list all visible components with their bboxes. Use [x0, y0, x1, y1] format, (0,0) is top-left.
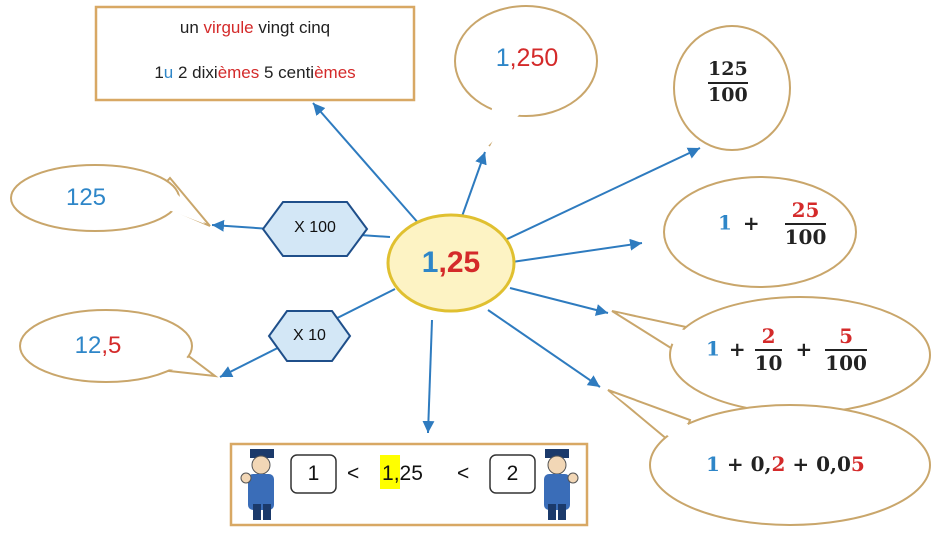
words-box-frame [94, 5, 416, 102]
compare-high-frame [489, 454, 536, 494]
number-125: 125 [65, 184, 107, 211]
bubble-125-shape [10, 164, 211, 232]
words-line-2: 1u 2 dixièmes 5 centièmes [154, 63, 356, 82]
compare-lt-1: < [347, 462, 360, 485]
highlight-mark [380, 455, 400, 489]
operator-x100: X 100 [294, 219, 336, 236]
compare-lt-2: < [457, 462, 470, 485]
center-ellipse [386, 213, 516, 313]
words-line-1: un virgule vingt cinq [179, 18, 331, 37]
bubble-1250-shape [454, 5, 598, 148]
bubble-frac-shape [673, 25, 791, 151]
number-1250: 1,250 [495, 44, 559, 72]
hex-x10-shape [267, 310, 352, 362]
center-number: 1,25 [421, 246, 481, 279]
bubble-sum3-shape [607, 389, 931, 526]
bubble-sum1-shape [663, 176, 857, 288]
hex-x100-shape [261, 201, 369, 257]
compare-low: 1 [307, 462, 320, 485]
compare-middle: 1,25 [382, 462, 423, 485]
bubble-12-5-shape [19, 309, 219, 383]
compare-low-frame [290, 454, 337, 494]
sum-1-plus-0-2-plus-0-05: 1 + 0,2 + 0,05 [706, 452, 865, 476]
policeman-left-icon [240, 449, 274, 520]
operator-x10: X 10 [293, 327, 326, 344]
compare-high: 2 [506, 462, 519, 485]
policeman-right-icon [544, 449, 579, 520]
number-12-5: 12,5 [74, 332, 122, 359]
